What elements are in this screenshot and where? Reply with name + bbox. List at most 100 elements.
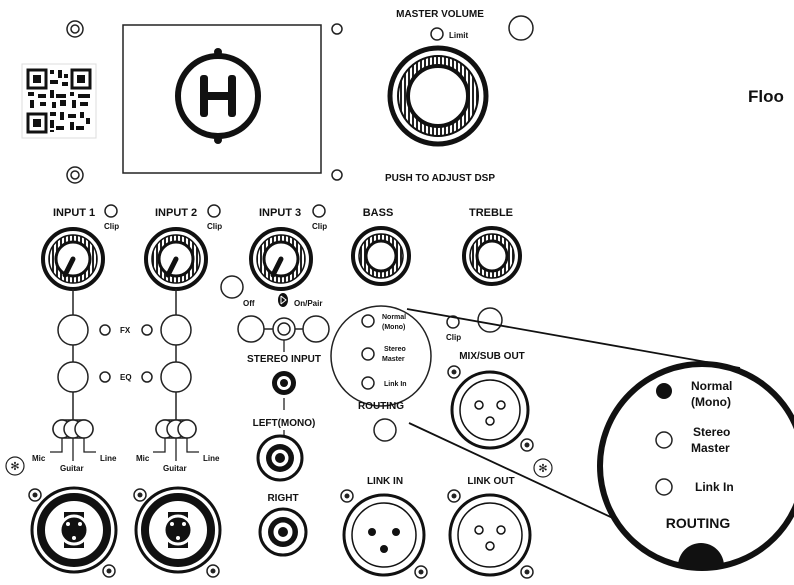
input-2-combo-jack[interactable]	[134, 486, 222, 574]
snowflake-icon: ✻	[5, 456, 25, 476]
brand-logo-icon	[175, 48, 261, 144]
input-1-fx-led	[99, 324, 111, 336]
ground-lift-button[interactable]	[477, 307, 503, 333]
input-2-guitar-label: Guitar	[163, 464, 187, 473]
latch-icon[interactable]	[206, 564, 220, 578]
limit-label: Limit	[449, 31, 468, 40]
aux-button[interactable]	[220, 275, 244, 299]
stereo-input-label: STEREO INPUT	[247, 354, 321, 365]
latch-icon[interactable]	[414, 565, 428, 579]
mix-clip-label: Clip	[446, 333, 461, 342]
bt-off-label: Off	[243, 299, 255, 308]
master-volume-label: MASTER VOLUME	[396, 9, 484, 20]
qr-code-icon	[21, 63, 97, 139]
svg-text:✻: ✻	[10, 461, 19, 473]
routing-zoom-stereo-line2: Master	[691, 441, 730, 455]
input-2-line-label: Line	[203, 454, 220, 463]
snowflake-icon: ✻	[533, 458, 553, 478]
link-in-xlr[interactable]	[342, 493, 426, 577]
routing-selector-zoom[interactable]	[597, 361, 794, 571]
routing-zoom-normal-line1: Normal	[691, 379, 732, 393]
right-label: RIGHT	[267, 493, 298, 504]
input-1-gain-knob[interactable]	[41, 227, 105, 291]
input-1-eq-led	[99, 371, 111, 383]
input-1-combo-jack[interactable]	[30, 486, 118, 574]
small-hole	[331, 23, 343, 35]
input-2-clip-led	[207, 204, 221, 218]
input-1-type-switch[interactable]	[50, 419, 96, 461]
bt-on-pair-label: On/Pair	[294, 299, 322, 308]
master-button[interactable]	[508, 15, 534, 41]
input-1-clip-label: Clip	[104, 222, 119, 231]
routing-zoom-linkin-label: Link In	[695, 480, 734, 494]
master-volume-knob[interactable]	[387, 45, 489, 147]
eq-label: EQ	[120, 373, 132, 382]
left-mono-label: LEFT(MONO)	[253, 418, 316, 429]
input-2-mic-label: Mic	[136, 454, 150, 463]
input-2-eq-button[interactable]	[160, 361, 192, 393]
input-2-label: INPUT 2	[155, 207, 197, 219]
limit-led	[430, 27, 444, 41]
fx-label: FX	[120, 326, 131, 335]
screw-icon	[66, 166, 84, 184]
routing-small-stereo-line2: Master	[382, 356, 405, 363]
treble-label: TREBLE	[469, 207, 513, 219]
input-3-clip-led	[312, 204, 326, 218]
latch-icon[interactable]	[340, 489, 354, 503]
routing-small-normal-line1: Normal	[382, 314, 406, 321]
input-3-label: INPUT 3	[259, 207, 301, 219]
bass-label: BASS	[363, 207, 394, 219]
bass-knob[interactable]	[351, 226, 411, 286]
link-in-label: LINK IN	[367, 476, 403, 487]
input-1-eq-button[interactable]	[57, 361, 89, 393]
input-2-fx-led	[141, 324, 153, 336]
latch-icon[interactable]	[102, 564, 116, 578]
input-1-clip-led	[104, 204, 118, 218]
routing-selector-small[interactable]	[330, 305, 432, 407]
input-2-gain-knob[interactable]	[144, 227, 208, 291]
link-out-xlr[interactable]	[448, 493, 532, 577]
mix-sub-out-xlr[interactable]	[450, 370, 530, 450]
latch-icon[interactable]	[447, 365, 461, 379]
input-1-mic-label: Mic	[32, 454, 46, 463]
mix-clip-led	[446, 315, 460, 329]
input-3-clip-label: Clip	[312, 222, 327, 231]
routing-zoom-title: ROUTING	[666, 515, 731, 531]
input-2-clip-label: Clip	[207, 222, 222, 231]
routing-small-linkin-label: Link In	[384, 381, 407, 388]
bluetooth-icon	[278, 293, 288, 307]
bluetooth-switch[interactable]	[237, 315, 330, 352]
stereo-mini-jack[interactable]	[272, 371, 296, 395]
input-1-label: INPUT 1	[53, 207, 95, 219]
push-to-adjust-label: PUSH TO ADJUST DSP	[385, 173, 495, 184]
input-1-guitar-label: Guitar	[60, 464, 84, 473]
link-out-label: LINK OUT	[467, 476, 514, 487]
input-1-line-label: Line	[100, 454, 117, 463]
routing-small-stereo-line1: Stereo	[384, 346, 406, 353]
callout-line	[406, 308, 741, 369]
latch-icon[interactable]	[520, 438, 534, 452]
routing-zoom-normal-line2: (Mono)	[691, 395, 731, 409]
input-2-eq-led	[141, 371, 153, 383]
small-hole	[331, 169, 343, 181]
input-1-fx-button[interactable]	[57, 314, 89, 346]
side-label-text: Floo	[748, 87, 784, 106]
treble-knob[interactable]	[462, 226, 522, 286]
right-jack[interactable]	[258, 507, 308, 557]
latch-icon[interactable]	[133, 488, 147, 502]
input-3-gain-knob[interactable]	[249, 227, 313, 291]
latch-icon[interactable]	[520, 565, 534, 579]
routing-small-title: ROUTING	[358, 401, 404, 412]
screw-icon	[66, 20, 84, 38]
routing-zoom-stereo-line1: Stereo	[693, 425, 730, 439]
latch-icon[interactable]	[447, 489, 461, 503]
routing-small-normal-line2: (Mono)	[382, 324, 405, 331]
mix-sub-out-label: MIX/SUB OUT	[459, 351, 525, 362]
input-2-type-switch[interactable]	[153, 419, 199, 461]
routing-button[interactable]	[373, 418, 397, 442]
left-mono-jack[interactable]	[256, 434, 304, 482]
input-2-fx-button[interactable]	[160, 314, 192, 346]
svg-text:✻: ✻	[538, 463, 547, 475]
latch-icon[interactable]	[28, 488, 42, 502]
